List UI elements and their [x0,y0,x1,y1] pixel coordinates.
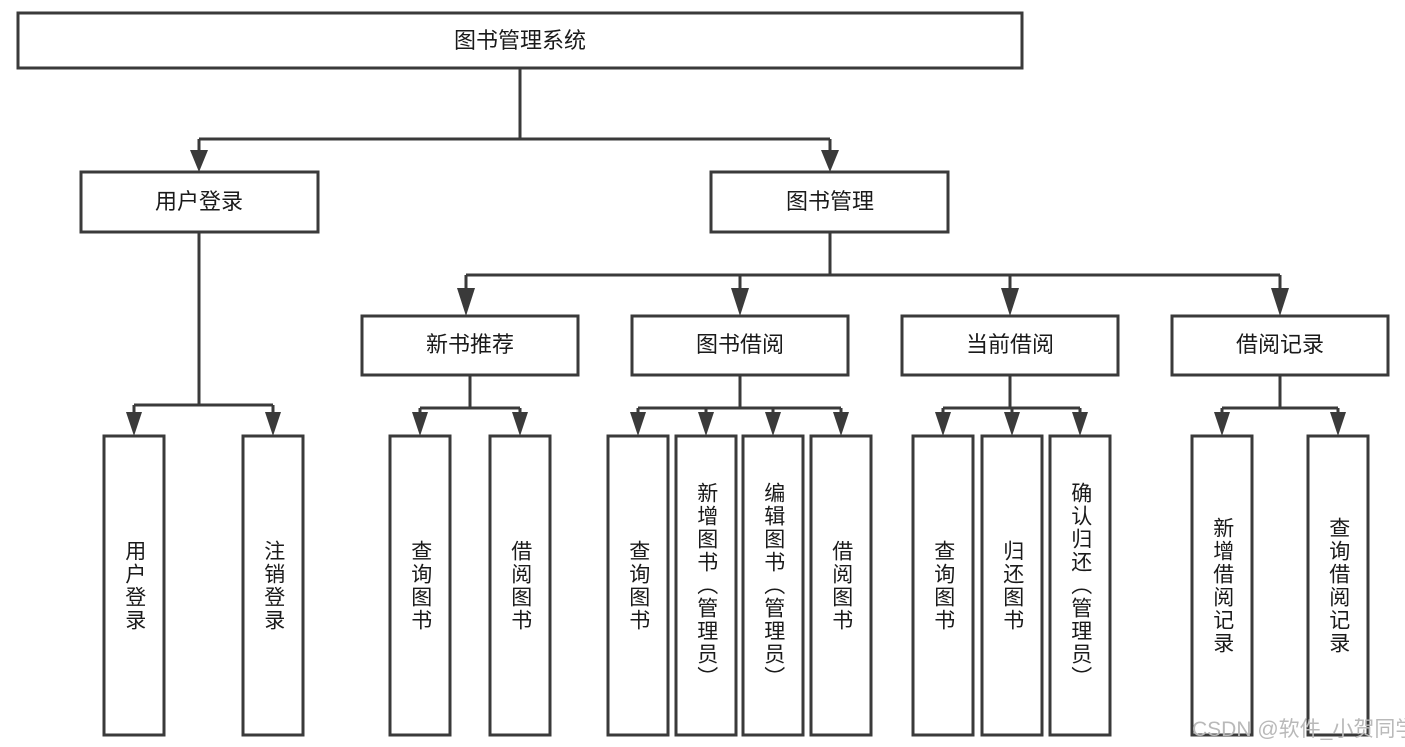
node-label-new-book-recommend: 新书推荐 [426,332,514,357]
node-box-leaf-user-login-1[interactable] [102,434,166,737]
node-box-leaf-book-borrow-3[interactable] [741,434,805,737]
node-box-leaf-current-borrow-3[interactable] [1048,434,1112,737]
node-label-borrow-record: 借阅记录 [1236,332,1324,357]
node-box-root[interactable] [16,11,1024,70]
node-box-leaf-new-book-2[interactable] [488,434,552,737]
node-box-leaf-current-borrow-2[interactable] [980,434,1044,737]
node-box-book-manage[interactable] [709,170,950,234]
arrow-currentborrow-leaf-1 [935,412,951,436]
node-label-current-borrow: 当前借阅 [966,332,1054,357]
node-box-book-borrow[interactable] [630,314,850,377]
node-box-leaf-user-login-2[interactable] [241,434,305,737]
node-label-book-manage: 图书管理 [786,189,874,214]
arrow-bookmanage-to-new-book [457,288,475,316]
node-box-leaf-book-borrow-2[interactable] [674,434,738,737]
arrow-root-to-book-manage [821,150,839,172]
arrow-newbook-leaf-1 [412,412,428,436]
watermark-text: CSDN @软件_小贺同学 [1192,718,1405,741]
arrow-bookmanage-to-current-borrow [1001,288,1019,316]
node-box-leaf-book-borrow-4[interactable] [809,434,873,737]
arrow-borrowrecord-leaf-2 [1330,412,1346,436]
arrow-newbook-leaf-2 [512,412,528,436]
node-box-leaf-current-borrow-1[interactable] [911,434,975,737]
arrow-bookborrow-leaf-3 [765,412,781,436]
arrow-userlogin-leaf-2 [265,412,281,436]
arrow-userlogin-leaf-1 [126,412,142,436]
arrow-bookborrow-leaf-2 [698,412,714,436]
edges-layer [126,68,1346,436]
arrow-bookborrow-leaf-1 [630,412,646,436]
arrow-borrowrecord-leaf-1 [1214,412,1230,436]
node-box-leaf-new-book-1[interactable] [388,434,452,737]
arrow-bookmanage-to-book-borrow [731,288,749,316]
arrow-root-to-user-login [190,150,208,172]
arrow-bookmanage-to-borrow-record [1271,288,1289,316]
arrow-currentborrow-leaf-3 [1072,412,1088,436]
node-box-leaf-book-borrow-1[interactable] [606,434,670,737]
node-box-leaf-borrow-record-2[interactable] [1306,434,1370,737]
arrow-bookborrow-leaf-4 [833,412,849,436]
node-label-root: 图书管理系统 [454,28,586,53]
arrow-currentborrow-leaf-2 [1004,412,1020,436]
node-label-user-login: 用户登录 [155,189,243,214]
node-box-current-borrow[interactable] [900,314,1120,377]
nodes-layer: 图书管理系统 用户登录 图书管理 新书推荐 图书借阅 当前借阅 借阅记录 [16,11,1390,737]
node-box-leaf-borrow-record-1[interactable] [1190,434,1254,737]
node-box-user-login[interactable] [79,170,320,234]
node-box-new-book-recommend[interactable] [360,314,580,377]
node-label-book-borrow: 图书借阅 [696,332,784,357]
node-box-borrow-record[interactable] [1170,314,1390,377]
